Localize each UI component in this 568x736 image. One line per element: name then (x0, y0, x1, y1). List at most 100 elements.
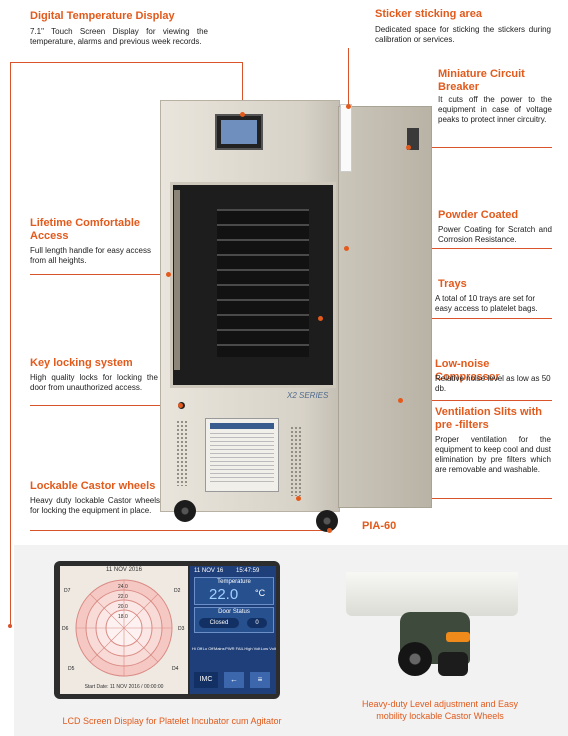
lcd-chart-footer: Start Date: 11 NOV 2016 / 00:00:00 (84, 684, 164, 690)
temperature-unit: °C (255, 588, 266, 598)
indicator: Hi Off (192, 646, 203, 651)
lcd-logo: IMC (194, 672, 218, 688)
day-label: D3 (178, 626, 185, 632)
touch-display-screen (221, 120, 257, 144)
glass-door (170, 182, 336, 388)
touch-display (215, 114, 263, 150)
day-label: D5 (68, 666, 75, 672)
temperature-value: 22.0 (209, 586, 239, 603)
leader-spine-end (8, 624, 12, 628)
label-plate-header (210, 423, 274, 429)
polar-axis-d2 (89, 593, 159, 663)
dot-powder (344, 246, 349, 251)
castor-wheel-closeup-2 (438, 652, 468, 676)
temperature-box: Temperature 22.0 °C (194, 577, 274, 605)
dot-ventilation (296, 496, 301, 501)
door-status-box: Door Status Closed 0 (194, 607, 274, 633)
indicator: Low Volt (260, 646, 276, 651)
castor-wheel-left (174, 500, 196, 522)
temperature-label: Temperature (217, 579, 251, 585)
leader-wheels (30, 530, 330, 531)
wheel-caption: Heavy-duty Level adjustment and Easy mob… (361, 699, 519, 721)
polar-ring-label: 20.0 (118, 604, 128, 610)
leader-powder (346, 248, 552, 249)
leader-access (30, 274, 168, 275)
lifetime-access-body: Full length handle for easy access from … (30, 246, 151, 265)
digital-display-title: Digital Temperature Display (30, 10, 175, 22)
circuit-breaker (407, 128, 419, 150)
polar-ring-label: 24.0 (118, 584, 128, 590)
dot-access (166, 272, 171, 277)
sticker-area-body: Dedicated space for sticking the sticker… (375, 25, 551, 44)
dot-trays (318, 316, 323, 321)
vent-left (176, 420, 188, 486)
dot-lock (178, 403, 183, 408)
model-label: PIA-60 (362, 520, 397, 532)
lcd-chart-area: 11 NOV 2016 24.0 22.0 20.0 18.0 D7 D2 D3… (60, 566, 188, 694)
polar-ring-label: 18.0 (118, 614, 128, 620)
sticker-area (340, 104, 352, 172)
lcd-header-time: 15:47:59 (236, 568, 260, 574)
trays-body: A total of 10 trays are set for easy acc… (435, 294, 538, 313)
castor-wheels-title: Lockable Castor wheels (30, 480, 156, 492)
label-plate-text (210, 433, 274, 485)
compressor-title: Low-noise Compressor (435, 358, 500, 383)
door-status-label: Door Status (218, 609, 250, 615)
powder-coated-title: Powder Coated (438, 209, 519, 221)
dot-wheels (327, 528, 332, 533)
cabinet-brand: X2 SERIES (287, 391, 329, 400)
castor-wheel-closeup (398, 642, 432, 676)
polar-ring-label: 22.0 (118, 594, 128, 600)
leader-trays (320, 318, 552, 319)
dot-compressor (398, 398, 403, 403)
castor-wheels-body: Heavy duty lockable Castor wheels for lo… (30, 496, 160, 515)
menu-icon[interactable]: ≡ (250, 672, 270, 688)
lcd-caption: LCD Screen Display for Platelet Incubato… (62, 716, 282, 726)
tray-rack (217, 209, 309, 357)
day-label: D4 (172, 666, 179, 672)
leader-spine (10, 62, 11, 626)
back-arrow-icon[interactable]: ← (224, 672, 244, 688)
indicator: High Volt (244, 646, 261, 651)
circuit-breaker-title: Miniature Circuit Breaker (438, 68, 525, 93)
lcd-polar-chart: 24.0 22.0 20.0 18.0 (75, 579, 173, 677)
day-label: D2 (174, 588, 181, 594)
trays-title: Trays (438, 278, 467, 290)
lcd-chart-top-date: 11 NOV 2016 (106, 567, 142, 573)
lcd-status-panel: 11 NOV 16 15:47:59 Temperature 22.0 °C D… (190, 566, 276, 694)
door-handle (174, 190, 180, 370)
vent-right (290, 426, 302, 496)
dot-sticker (346, 104, 351, 109)
leader-display-v (242, 62, 243, 114)
compressor-body: Relative noise level as low as 50 db. (435, 374, 551, 393)
ventilation-title: Ventilation Slits with pre -filters (435, 406, 542, 431)
day-label: D6 (62, 626, 69, 632)
door-count: 0 (247, 618, 267, 628)
lcd-header-date: 11 NOV 16 (194, 568, 224, 574)
sticker-area-title: Sticker sticking area (375, 8, 483, 20)
key-locking-title: Key locking system (30, 357, 133, 369)
powder-coated-body: Power Coating for Scratch and Corrosion … (438, 225, 552, 244)
leader-compressor (400, 400, 552, 401)
leader-lock (30, 405, 180, 406)
castor-lock-pedal (446, 632, 470, 642)
dot-breaker (406, 145, 411, 150)
digital-display-body: 7.1" Touch Screen Display for viewing th… (30, 27, 208, 46)
circuit-breaker-body: It cuts off the power to the equipment i… (438, 95, 552, 124)
castor-wheel-right (316, 510, 338, 532)
lifetime-access-title: Lifetime Comfortable Access (30, 217, 141, 242)
cabinet-base-closeup (346, 572, 518, 616)
door-state-pill: Closed (199, 618, 239, 628)
indicator: Lo Off (202, 646, 214, 651)
key-locking-body: High quality locks for locking the door … (30, 373, 158, 392)
indicator: PWR FAIL (225, 646, 244, 651)
day-label: D7 (64, 588, 71, 594)
leader-breaker (408, 147, 552, 148)
ventilation-body: Proper ventilation for the equipment to … (435, 435, 551, 474)
dot-display (240, 112, 245, 117)
indicator-row: Hi Off Lo Off Mains PWR FAIL High Volt L… (192, 646, 276, 662)
indicator: Mains (213, 646, 225, 651)
leader-display-h (10, 62, 242, 63)
label-plate (205, 418, 279, 492)
cabinet-side-panel (338, 106, 432, 508)
